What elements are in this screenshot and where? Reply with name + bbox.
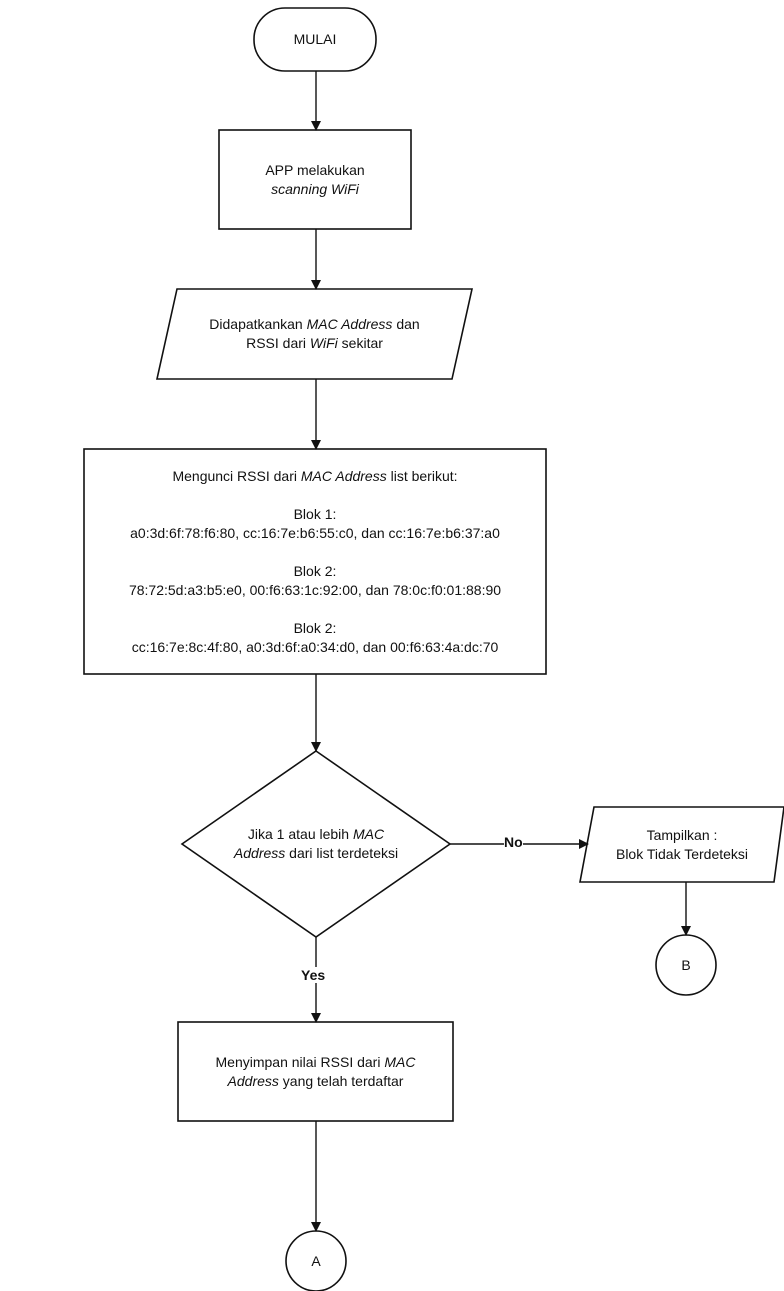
lock-heading-2: MAC Address xyxy=(300,467,387,484)
obtain-text-2c: sekitar xyxy=(337,335,383,351)
save-process-box xyxy=(177,1021,454,1122)
decision-text-1b: MAC xyxy=(352,826,385,842)
block-3-title: Blok 2: xyxy=(293,619,337,636)
scan-label: APP melakukan scanning WiFi xyxy=(219,130,411,229)
obtain-text-1a: Didapatkankan xyxy=(209,316,307,332)
start-text: MULAI xyxy=(293,31,337,47)
start-terminator xyxy=(253,7,377,72)
block-2-title: Blok 2: xyxy=(293,562,337,579)
lock-heading-1: Mengunci RSSI dari xyxy=(172,467,301,484)
obtain-text-2a: RSSI dari xyxy=(246,335,310,351)
edge-label-no: No xyxy=(504,834,523,850)
lock-label: Mengunci RSSI dari MAC Address list beri… xyxy=(84,449,546,674)
scan-process-box xyxy=(218,129,412,230)
decision-text-2a: Address xyxy=(233,845,286,861)
scan-line-2: scanning WiFi xyxy=(271,180,359,197)
obtain-label: Didapatkankan MAC Address dan RSSI dari … xyxy=(172,289,457,379)
obtain-data-parallelogram xyxy=(156,288,473,380)
edge-label-yes: Yes xyxy=(301,967,326,983)
save-text-1a: Menyimpan nilai RSSI dari xyxy=(215,1053,385,1070)
start-label: MULAI xyxy=(254,8,376,71)
block-1-macs: a0:3d:6f:78:f6:80, cc:16:7e:b6:55:c0, da… xyxy=(130,524,500,541)
display-data-parallelogram xyxy=(579,806,784,883)
save-label: Menyimpan nilai RSSI dari MAC Address ya… xyxy=(178,1022,453,1121)
block-1-title: Blok 1: xyxy=(293,505,337,522)
save-text-2b: yang telah terdaftar xyxy=(278,1072,404,1089)
save-text-2a: Address xyxy=(227,1072,279,1089)
connector-b-label: B xyxy=(656,935,716,995)
scan-line-1: APP melakukan xyxy=(265,161,365,178)
display-line-1: Tampilkan : xyxy=(646,826,718,843)
obtain-text-2b: WiFi xyxy=(309,335,338,351)
decision-text-1a: Jika 1 atau lebih xyxy=(247,826,353,842)
block-3-macs: cc:16:7e:8c:4f:80, a0:3d:6f:a0:34:d0, da… xyxy=(131,638,499,655)
connector-a-text: A xyxy=(311,1252,321,1269)
decision-label: Jika 1 atau lebih MAC Address dari list … xyxy=(196,814,436,874)
lock-heading-3: list berikut: xyxy=(386,467,458,484)
obtain-text-1c: dan xyxy=(392,316,420,332)
decision-text-2b: dari list terdeteksi xyxy=(285,845,399,861)
obtain-text-1b: MAC Address xyxy=(306,316,393,332)
connector-a-label: A xyxy=(286,1231,346,1291)
display-line-2: Blok Tidak Terdeteksi xyxy=(615,845,749,862)
save-text-1b: MAC xyxy=(384,1053,416,1070)
block-2-macs: 78:72:5d:a3:b5:e0, 00:f6:63:1c:92:00, da… xyxy=(128,581,502,598)
connector-b-text: B xyxy=(681,956,691,973)
display-label: Tampilkan : Blok Tidak Terdeteksi xyxy=(590,807,774,882)
